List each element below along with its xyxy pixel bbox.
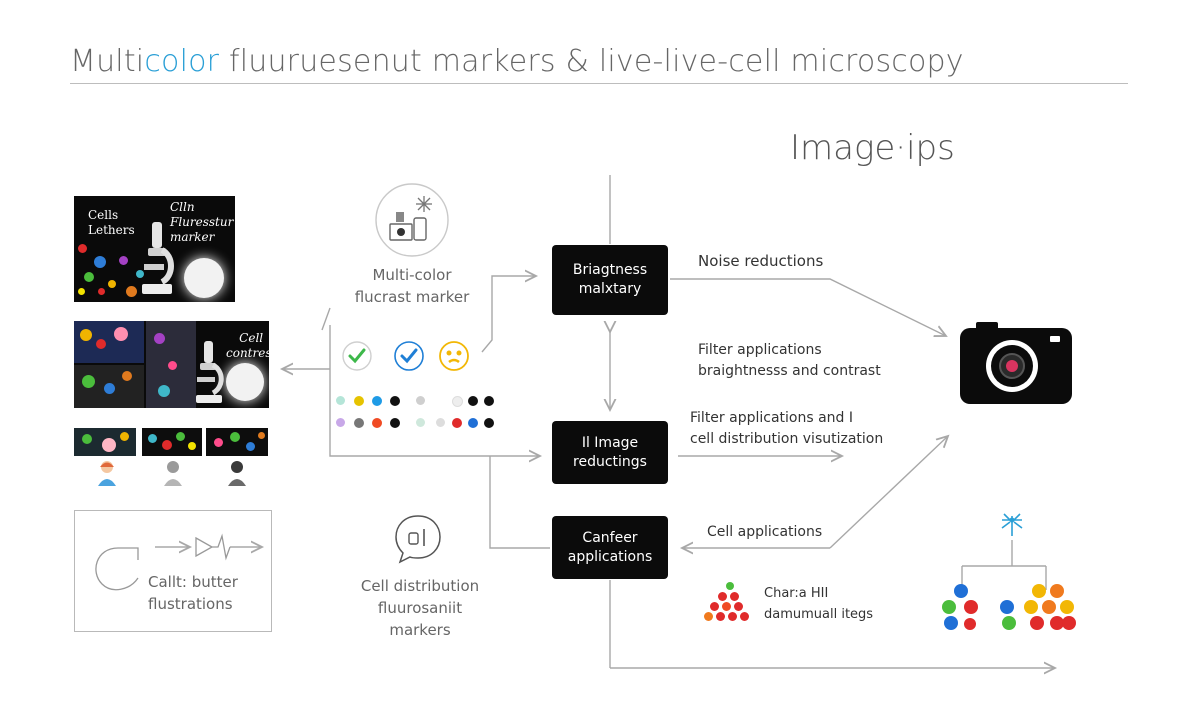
marker-caption: Multi-color flucrast marker <box>354 266 470 306</box>
arrow-noise-to-camera <box>670 278 946 336</box>
person-icon <box>96 460 118 486</box>
arrow-up-left <box>321 307 331 331</box>
person-icon <box>162 460 184 486</box>
dot-cluster <box>704 580 760 624</box>
thumb-panel-3 <box>206 428 268 456</box>
arrow-cell-apps <box>829 436 948 549</box>
microscope-icon <box>140 220 174 296</box>
panel1-label-b: Clln Fluresstur marker <box>170 200 234 244</box>
thumb-panel-2 <box>142 428 202 456</box>
color-dot-grid <box>336 394 496 430</box>
right-heading: Image·ips <box>790 128 955 168</box>
cells-microscope-panel: Cells Lethers Clln Fluresstur marker <box>74 196 235 302</box>
chart-label: Char:a HII damumuall itegs <box>764 586 874 622</box>
image-reductions-box: Il Image reductings <box>552 421 668 484</box>
check-green-icon <box>341 340 373 372</box>
filter1-label: Filter applications braightnesss and con… <box>698 342 881 379</box>
title-part1: Multi <box>70 44 145 79</box>
arrow-to-brightness <box>481 276 536 353</box>
warning-face-icon <box>438 340 470 372</box>
brightness-box: Briagtness malxtary <box>552 245 668 315</box>
callout-sketch <box>95 533 231 591</box>
chat-bubble-icon <box>392 512 444 564</box>
filter2-label: Filter applications and I cell distribut… <box>690 410 884 447</box>
thumb-panel-1 <box>74 428 136 456</box>
arrow-to-canfeer <box>489 456 550 549</box>
network-icon <box>996 510 1028 540</box>
microscope-icon <box>194 339 224 405</box>
cell-apps-label: Cell applications <box>707 524 823 540</box>
distribution-caption: Cell distribution fluurosaniit markers <box>360 577 480 639</box>
check-blue-icon <box>393 340 425 372</box>
title-part2: fluuruesenut markers & live-live-cell mi… <box>219 44 964 79</box>
panel1-label-a: Cells Lethers <box>88 208 135 237</box>
callout-label: Callt: butter flustrations <box>148 573 238 613</box>
title-divider <box>70 83 1128 84</box>
person-icon <box>226 460 248 486</box>
cell-contrast-panel: Cell contrest <box>74 321 269 408</box>
canfeer-applications-box: Canfeer applications <box>552 516 668 579</box>
camera-icon <box>960 320 1072 404</box>
callout-box <box>74 510 272 632</box>
device-cluster-icon <box>374 182 450 258</box>
panel2-label: Cell contrest <box>226 331 269 360</box>
device-tree <box>942 584 1076 632</box>
title-accent: color <box>144 44 220 79</box>
page-title: Multicolor fluuruesenut markers & live-l… <box>70 44 964 79</box>
noise-label: Noise reductions <box>698 252 824 270</box>
